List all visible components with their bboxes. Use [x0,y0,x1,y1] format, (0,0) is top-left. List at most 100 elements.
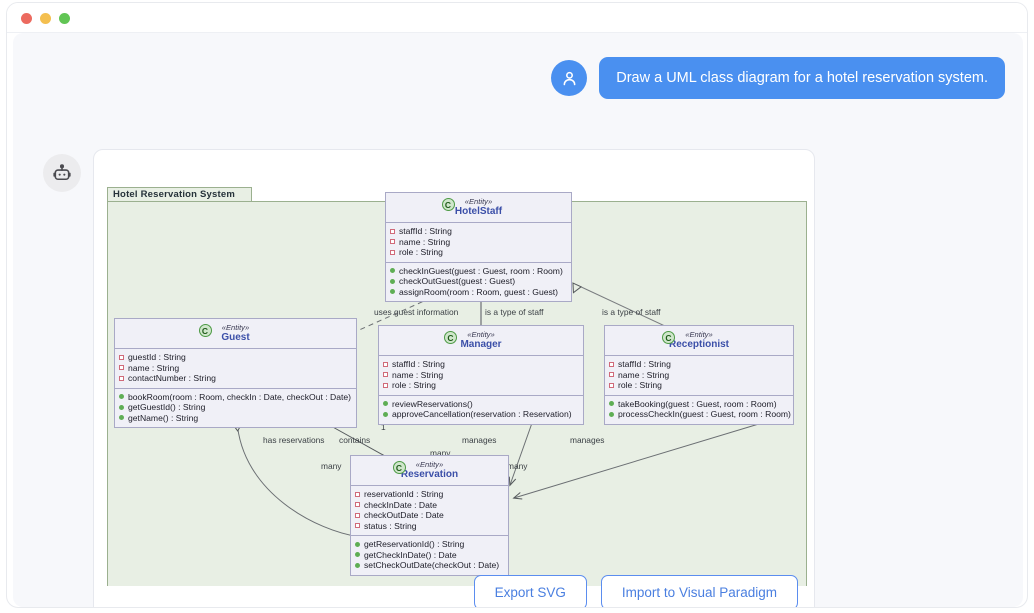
attribute-marker-icon [119,365,124,371]
class-header-guest: C «Entity» Guest [115,319,356,349]
attribute-row: staffId : String [383,359,579,370]
edge-label-manages-manager: manages [462,435,497,445]
operation-text: bookRoom(room : Room, checkIn : Date, ch… [128,391,352,402]
multiplicity-has-reservations-many: many [321,461,342,471]
operation-text: checkInGuest(guest : Guest, room : Room) [399,265,563,276]
operation-marker-icon [119,415,124,421]
class-circle-icon: C [662,331,675,344]
operations-compartment-reservation: getReservationId() : String getCheckInDa… [351,536,508,575]
class-box-hotelstaff[interactable]: C «Entity» HotelStaff staffId : String [385,192,572,302]
app-window: Draw a UML class diagram for a hotel res… [6,2,1028,608]
edge-has-reservations [233,420,361,538]
user-message-row: Draw a UML class diagram for a hotel res… [551,57,1005,100]
person-icon [563,71,576,85]
operation-text: approveCancellation(reservation : Reserv… [392,409,572,419]
attribute-row: contactNumber : String [119,373,352,384]
class-stereotype: «Entity» [464,197,493,206]
attribute-text: name : String [399,236,451,247]
operation-row: checkInGuest(guest : Guest, room : Room) [390,266,567,277]
attributes-compartment-guest: guestId : String name : String contactNu… [115,349,356,389]
attribute-marker-icon [355,502,360,508]
class-box-receptionist[interactable]: C «Entity» Receptionist staffId : String [604,325,794,425]
user-message-bubble: Draw a UML class diagram for a hotel res… [599,57,1005,100]
operation-row: setCheckOutDate(checkOut : Date) [355,560,504,571]
attribute-text: checkInDate : Date [364,499,438,510]
class-stereotype: «Entity» [415,460,444,469]
attribute-row: reservationId : String [355,489,504,500]
operation-marker-icon [609,401,614,407]
attribute-row: staffId : String [390,226,567,237]
close-window-button[interactable] [21,13,32,24]
operation-text: setCheckOutDate(checkOut : Date) [364,560,500,570]
class-name: Reservation [400,469,459,480]
operation-text: getGuestId() : String [128,402,206,412]
operation-text: assignRoom(room : Room, guest : Guest) [399,286,559,297]
class-stereotype: «Entity» [467,330,495,339]
operation-row: getName() : String [119,413,352,424]
edge-uses-guest-information [348,275,481,335]
operation-row: approveCancellation(reservation : Reserv… [383,409,579,420]
operation-marker-icon [383,411,388,417]
attribute-marker-icon [609,361,614,367]
attributes-compartment-reservation: reservationId : String checkInDate : Dat… [351,486,508,536]
edge-label-is-a-type-of-staff-receptionist: is a type of staff [602,307,661,317]
class-circle-icon: C [444,331,457,344]
operation-text: reviewReservations() [392,398,473,409]
attribute-text: status : String [364,520,417,531]
operation-row: reviewReservations() [383,399,579,410]
maximize-window-button[interactable] [59,13,70,24]
attribute-text: checkOutDate : Date [364,510,444,520]
attribute-row: role : String [383,380,579,391]
operation-marker-icon [390,278,395,284]
attribute-marker-icon [383,382,388,388]
attribute-row: guestId : String [119,352,352,363]
operation-text: getCheckInDate() : Date [364,549,457,560]
operation-row: bookRoom(room : Room, checkIn : Date, ch… [119,392,352,403]
attribute-marker-icon [119,354,124,360]
operation-text: getReservationId() : String [364,539,465,549]
attribute-text: staffId : String [399,226,452,236]
card-footer: Export SVG Import to Visual Paradigm [94,564,814,607]
attribute-row: role : String [390,247,567,258]
operation-row: takeBooking(guest : Guest, room : Room) [609,399,789,410]
operation-marker-icon [383,401,388,407]
class-box-reservation[interactable]: C «Entity» Reservation reservationId : S… [350,455,509,576]
class-box-manager[interactable]: C «Entity» Manager staffId : String [378,325,584,425]
operation-text: processCheckIn(guest : Guest, room : Roo… [618,409,791,419]
class-header-hotelstaff: C «Entity» HotelStaff [386,193,571,223]
operation-marker-icon [119,404,124,410]
attribute-text: role : String [618,380,662,390]
class-circle-icon: C [198,324,212,337]
edge-label-is-a-type-of-staff-manager: is a type of staff [485,307,544,317]
attribute-text: name : String [128,362,180,373]
class-name: Guest [221,332,250,343]
attributes-compartment-manager: staffId : String name : String role : St… [379,356,583,396]
operation-text: takeBooking(guest : Guest, room : Room) [618,398,777,409]
attribute-row: role : String [609,380,789,391]
attribute-text: name : String [618,369,670,380]
multiplicity-manages-receptionist-many: many [507,461,528,471]
edge-label-has-reservations: has reservations [263,435,325,445]
diagram-card: Hotel Reservation System [93,149,815,607]
minimize-window-button[interactable] [40,13,51,24]
attribute-marker-icon [609,372,614,378]
attribute-row: checkInDate : Date [355,500,504,511]
attribute-marker-icon [355,491,360,497]
attribute-text: role : String [399,247,443,257]
import-to-visual-paradigm-button[interactable]: Import to Visual Paradigm [600,574,798,607]
attributes-compartment-hotelstaff: staffId : String name : String role : St… [386,223,571,263]
class-box-guest[interactable]: C «Entity» Guest guestId : String n [114,318,357,428]
class-header-manager: C «Entity» Manager [379,326,583,356]
attribute-row: name : String [609,370,789,381]
export-svg-button[interactable]: Export SVG [473,574,587,607]
operation-row: getCheckInDate() : Date [355,550,504,561]
operation-row: getGuestId() : String [119,402,352,413]
package-tab: Hotel Reservation System [107,187,253,202]
edge-label-contains: contains [339,435,371,445]
attribute-row: staffId : String [609,359,789,370]
edge-manages-receptionist [514,422,763,498]
operation-marker-icon [355,552,360,558]
attribute-marker-icon [383,372,388,378]
attribute-text: reservationId : String [364,489,444,499]
diagram-canvas[interactable]: Hotel Reservation System [102,163,808,586]
